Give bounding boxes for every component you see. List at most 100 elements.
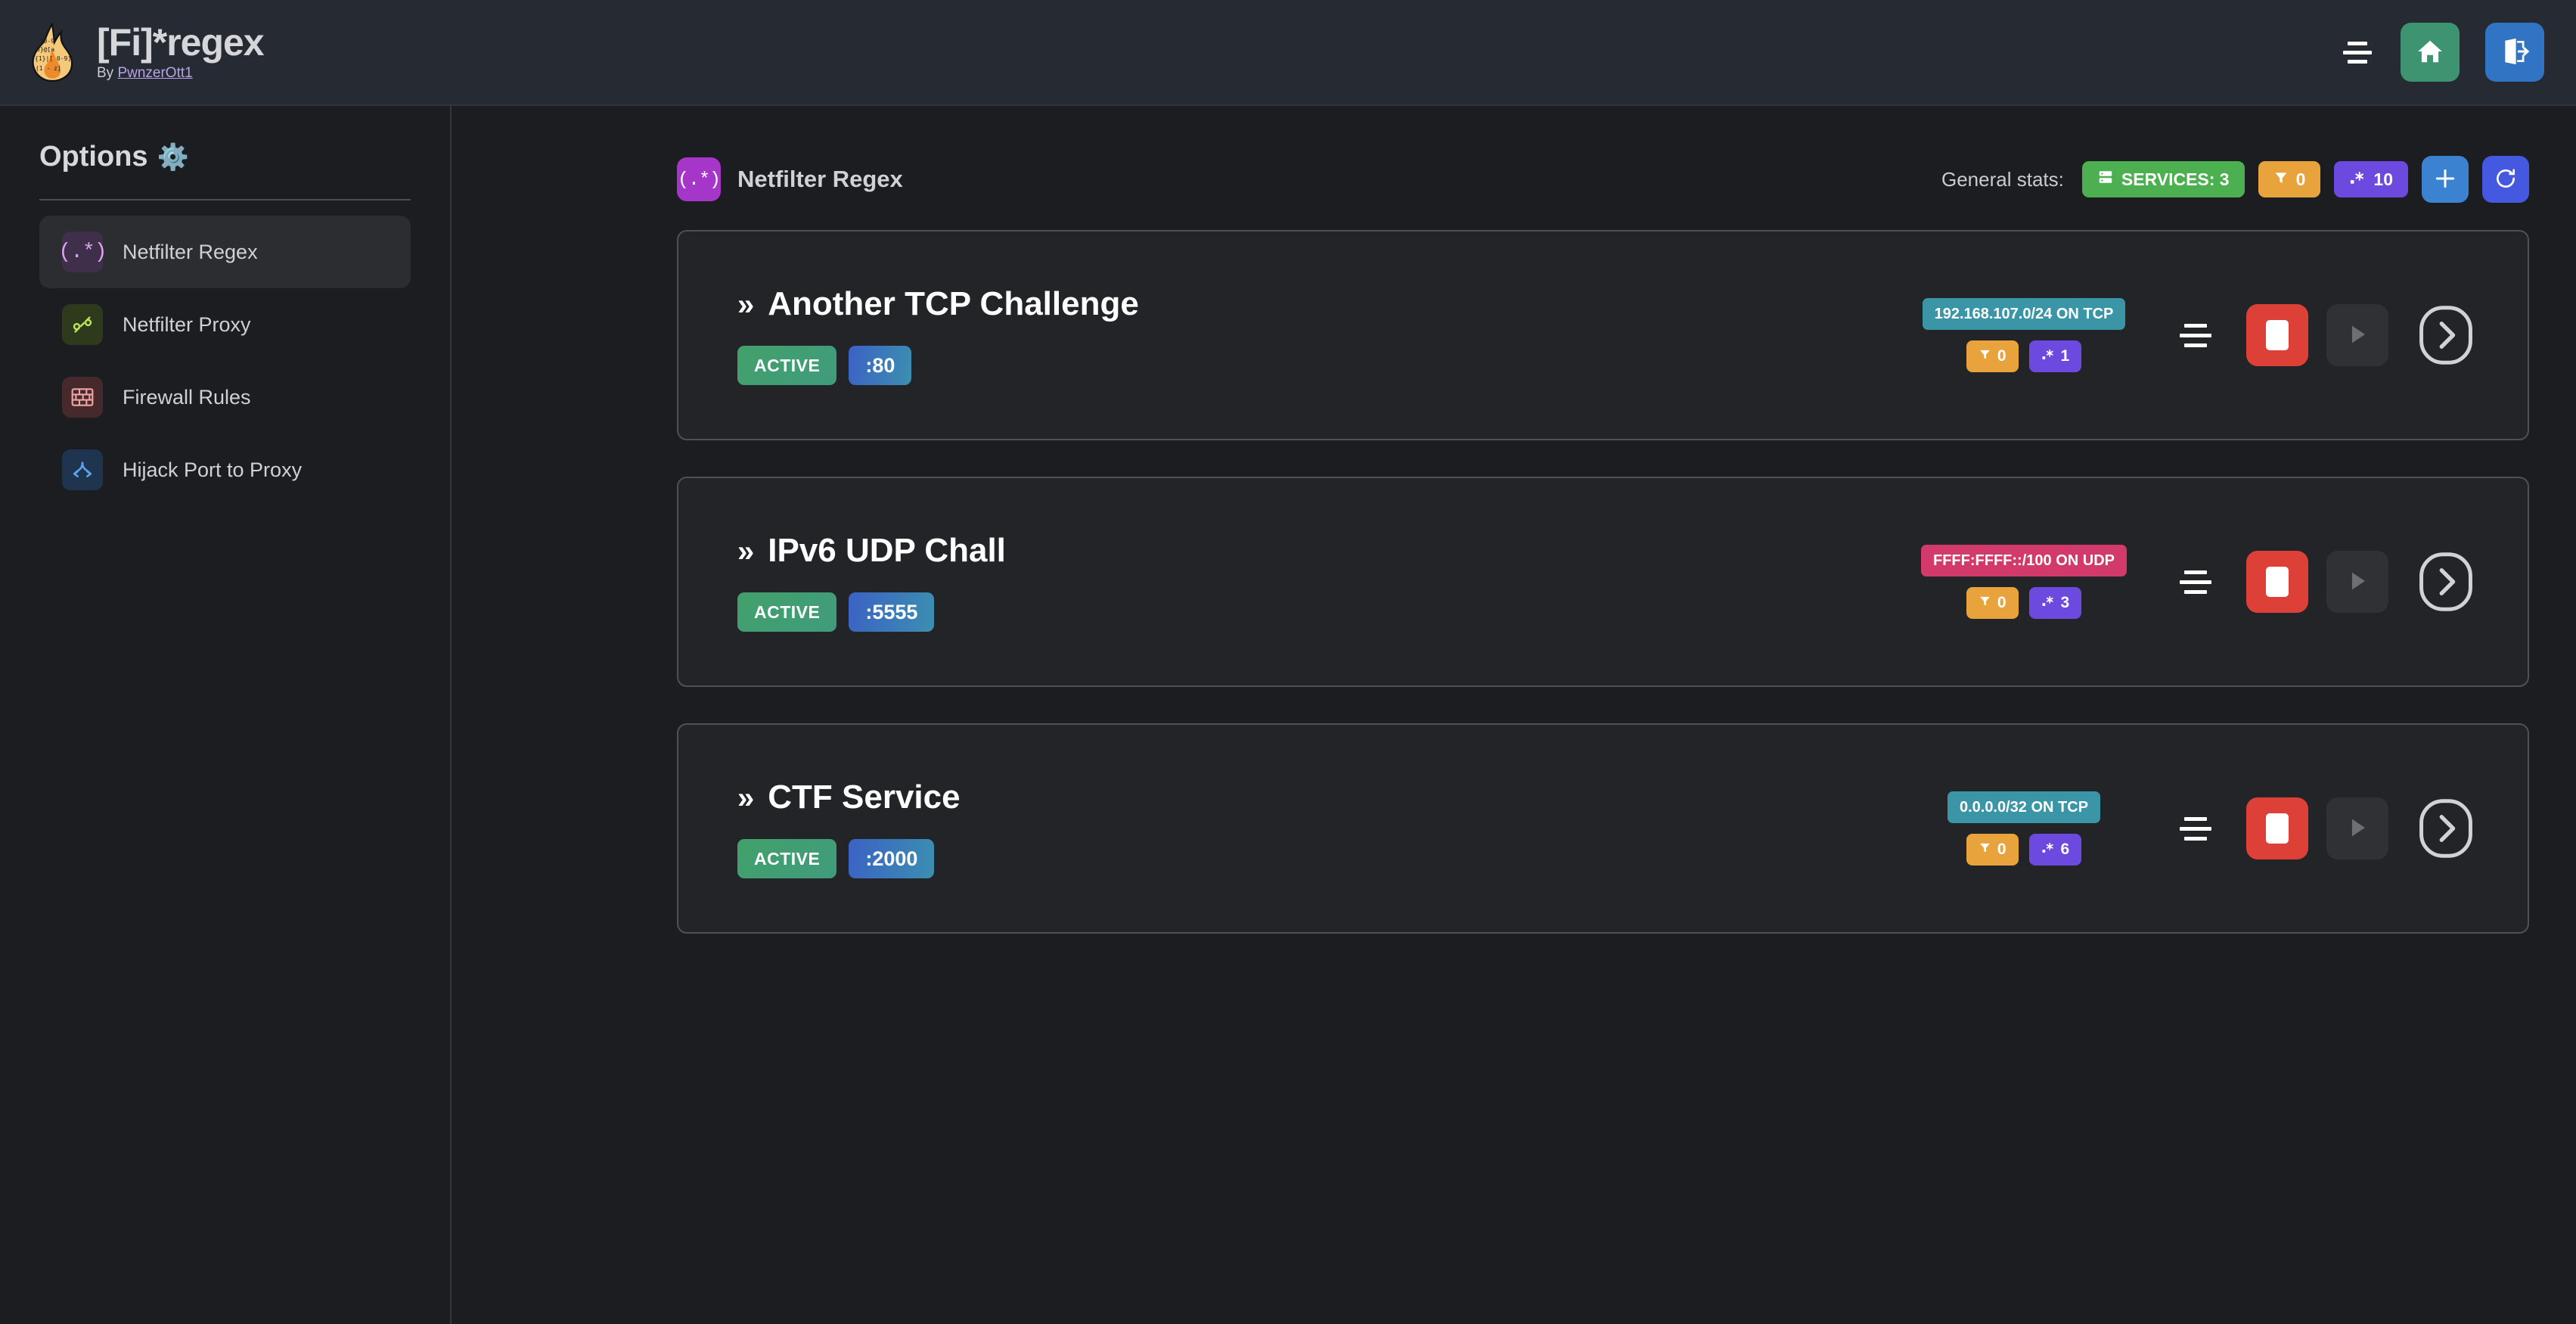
svg-text:{1}|[ 0-9]: {1}|[ 0-9] [35,55,71,62]
hamburger-line [2184,816,2207,821]
expand-service-button[interactable] [2414,550,2478,614]
add-service-button[interactable] [2422,156,2469,203]
hamburger-line [2180,826,2211,831]
filter-icon [1979,347,1991,365]
logout-button[interactable] [2485,23,2544,82]
regex-icon: (.*) [58,232,107,272]
general-stats-label: General stats: [1941,167,2064,191]
service-filter-count: 0 [1966,340,2019,372]
home-button[interactable] [2401,23,2460,82]
hamburger-line [2348,59,2367,64]
home-icon [2415,37,2445,68]
sidebar-divider [39,199,411,200]
network-badge: FFFF:FFFF::/100 ON UDP [1921,545,2127,577]
sidebar-title: Options ⚙️ [39,141,411,173]
service-regex-count: 3 [2028,587,2082,619]
regexes-count-label: 10 [2373,169,2393,189]
sidebar-item-firewall-rules[interactable]: Firewall Rules [39,361,411,434]
service-card-info: » CTF Service ACTIVE :2000 [678,779,961,878]
hamburger-line [2348,41,2367,45]
regex-dot-icon [2041,841,2055,859]
network-badge: 0.0.0.0/32 ON TCP [1947,791,2101,823]
sidebar-title-label: Options [39,141,148,172]
logout-icon [2500,37,2530,68]
stop-service-button[interactable] [2246,304,2308,366]
service-filter-count: 0 [1966,834,2019,866]
main-content: (.*) Netfilter Regex General stats: SERV… [453,106,2576,1324]
start-service-button[interactable] [2326,304,2388,366]
general-stats: General stats: SERVICES: 3 [1941,156,2529,203]
hamburger-line [2180,333,2211,337]
refresh-button[interactable] [2482,156,2529,203]
hamburger-line [2184,589,2207,594]
branch-icon [62,449,103,490]
hamburger-line [2184,836,2207,841]
start-service-button[interactable] [2326,551,2388,613]
svg-text:(1 - z]: (1 - z] [36,65,61,72]
service-counters: 0 6 [1966,834,2082,866]
status-badge-services: SERVICES: 3 [2081,161,2245,197]
port-badge: :80 [849,346,912,385]
byline-prefix: By [97,65,118,82]
hamburger-icon[interactable] [2340,39,2375,65]
author-link[interactable]: PwnzerOtt1 [117,65,193,82]
page-title: Netfilter Regex [737,166,903,192]
app-title: [Fi]*regex [97,20,265,64]
service-card-info: » IPv6 UDP Chall ACTIVE :5555 [678,532,1006,632]
service-name: Another TCP Challenge [768,285,1139,322]
hamburger-line [2180,580,2211,584]
stop-service-button[interactable] [2246,797,2308,859]
hamburger-line [2184,323,2207,328]
service-card[interactable]: » Another TCP Challenge ACTIVE :80 192.1… [677,230,2529,440]
expand-service-button[interactable] [2414,303,2478,367]
filter-count-label: 0 [1997,347,2006,365]
service-card[interactable]: » IPv6 UDP Chall ACTIVE :5555 FFFF:FFFF:… [677,477,2529,687]
filter-icon [2273,169,2289,190]
service-name: CTF Service [768,779,961,816]
service-network-info: FFFF:FFFF::/100 ON UDP 0 [1910,545,2137,619]
stop-icon [2266,567,2289,597]
double-chevron-icon: » [737,782,754,815]
sidebar-nav: (.*) Netfilter Regex Netfilter Proxy [39,216,411,506]
service-title-row: » Another TCP Challenge [737,285,1139,323]
status-badge: ACTIVE [737,346,837,385]
play-icon [2345,568,2370,596]
regex-dot-icon [2041,347,2055,365]
service-menu-icon[interactable] [2174,807,2218,850]
port-badge: :2000 [849,839,935,878]
filter-icon [1979,841,1991,859]
regex-count-label: 6 [2060,841,2070,858]
sidebar-item-netfilter-proxy[interactable]: Netfilter Proxy [39,288,411,361]
sidebar-item-label: Firewall Rules [123,385,251,409]
brick-wall-icon [62,377,103,418]
sidebar-item-hijack-port-to-proxy[interactable]: Hijack Port to Proxy [39,434,411,506]
status-badge-filters: 0 [2258,161,2321,197]
service-counters: 0 1 [1966,340,2082,372]
stop-service-button[interactable] [2246,551,2308,613]
plus-icon [2432,166,2458,194]
expand-service-button[interactable] [2414,797,2478,860]
header-actions [2340,23,2544,82]
service-counters: 0 3 [1966,587,2082,619]
service-regex-count: 1 [2028,340,2082,372]
regex-count-label: 3 [2060,594,2070,611]
filter-icon [1979,594,1991,612]
port-badge: :5555 [849,592,935,632]
service-card[interactable]: » CTF Service ACTIVE :2000 0.0.0.0/32 ON… [677,723,2529,934]
flame-logo: -z0-9 0}@[a {1}|[ 0-9] (1 - z] [27,22,77,82]
sidebar: Options ⚙️ (.*) Netfilter Regex Netfilte… [0,106,452,1324]
service-title-row: » IPv6 UDP Chall [737,532,1006,570]
sidebar-item-netfilter-regex[interactable]: (.*) Netfilter Regex [39,216,411,288]
service-menu-icon[interactable] [2174,560,2218,604]
hamburger-line [2184,570,2207,574]
network-badge: 192.168.107.0/24 ON TCP [1922,298,2126,330]
hamburger-line [2343,50,2372,54]
top-header-bar: -z0-9 0}@[a {1}|[ 0-9] (1 - z] [Fi]*rege… [0,0,2576,106]
regex-count-label: 1 [2060,347,2070,365]
service-menu-icon[interactable] [2174,313,2218,357]
refresh-icon [2494,166,2518,193]
start-service-button[interactable] [2326,797,2388,859]
service-regex-count: 6 [2028,834,2082,866]
service-title-row: » CTF Service [737,779,961,816]
service-card-controls: FFFF:FFFF::/100 ON UDP 0 [1910,545,2528,619]
